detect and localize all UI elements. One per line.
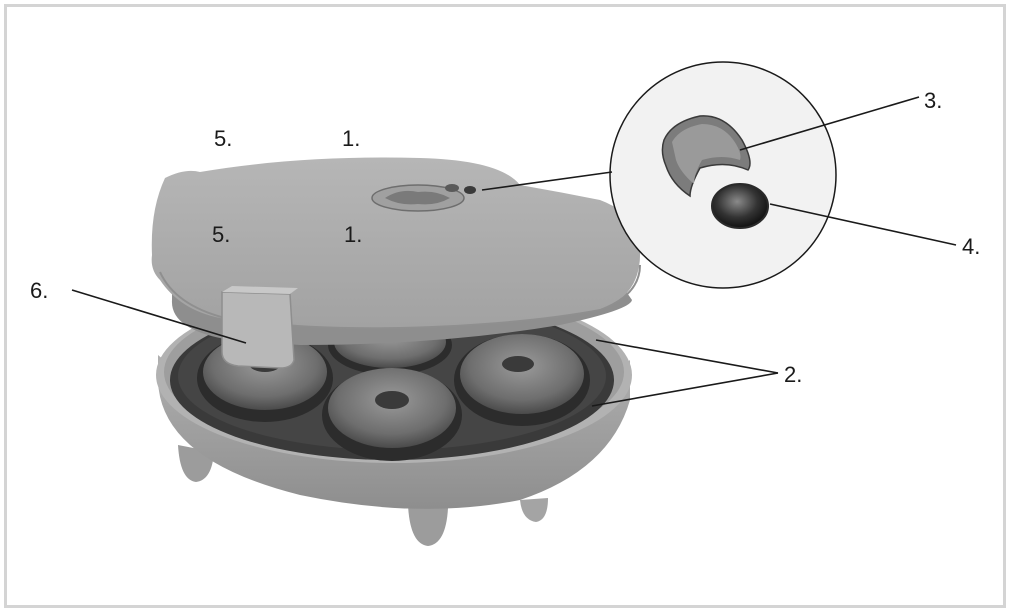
leader-lines [71,96,957,407]
callout-2: 2. [784,362,802,387]
donut [454,334,590,426]
callout-6: 6. [30,278,48,303]
leader-line-4 [769,203,957,246]
leader-line-2b [591,372,779,407]
donut [322,368,462,461]
indicator-light-small [445,184,459,192]
ready-indicator-light [711,183,769,229]
leader-line-6 [71,289,247,344]
callout-5: 5. [214,126,232,151]
indicator-light-small [464,186,476,194]
leader-line-3 [739,96,920,151]
leader-line-inset [481,171,613,191]
lid-handle [221,286,298,369]
callout-3: 3. [924,88,942,113]
marker-5: 5. [212,222,230,247]
callout-1: 1. [342,126,360,151]
detail-inset [609,61,837,289]
marker-1: 1. [344,222,362,247]
callout-4: 4. [962,234,980,259]
leader-line-2a [595,339,779,374]
